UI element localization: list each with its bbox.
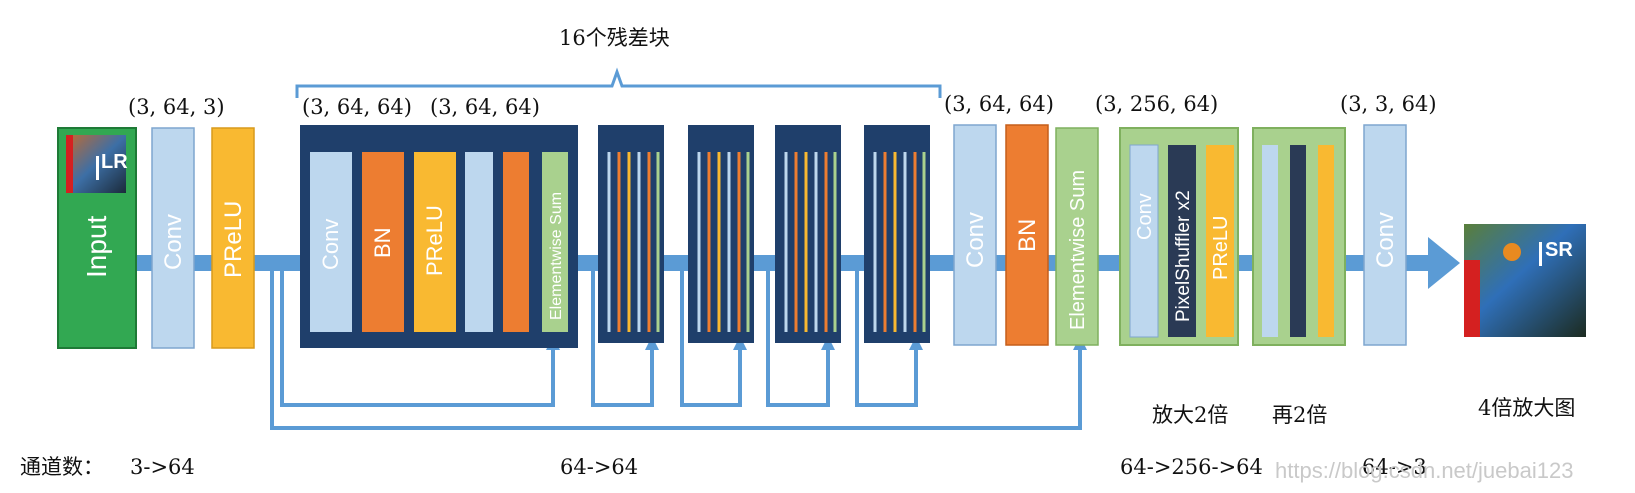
rb-conv	[310, 152, 352, 332]
svg-text:PReLU: PReLU	[422, 205, 447, 276]
residual-brace	[295, 67, 942, 98]
rb-bn	[362, 152, 404, 332]
tail-elementwise-sum: Elementwise Sum	[1055, 127, 1099, 346]
sr-output-image: SR	[1464, 224, 1586, 337]
tail-bn-layer: BN	[1005, 124, 1049, 346]
svg-text:Elementwise Sum: Elementwise Sum	[548, 192, 565, 320]
rb-prelu	[414, 152, 456, 332]
svg-text:Conv: Conv	[318, 219, 343, 270]
svg-text:Conv: Conv	[1372, 212, 1399, 268]
output-caption: 4倍放大图	[1478, 396, 1575, 420]
diagram-title: 16个残差块	[559, 26, 670, 50]
main-flow-arrow-head	[1428, 237, 1460, 289]
resblock-shape-b: (3, 64, 64)	[430, 95, 540, 119]
channels-stage2: 64->64	[560, 455, 638, 479]
svg-text:PReLU: PReLU	[220, 201, 247, 278]
up-pixelshuffler	[1168, 145, 1196, 337]
svg-text:Conv: Conv	[160, 214, 187, 270]
svg-text:BN: BN	[1014, 219, 1041, 252]
skip-connections	[270, 271, 1082, 430]
up-conv	[1129, 144, 1159, 338]
rb-bn-2	[503, 152, 529, 332]
svg-text:Conv: Conv	[1134, 193, 1156, 240]
head-conv-layer: Conv	[151, 127, 195, 349]
upsample-shape-label: (3, 256, 64)	[1095, 92, 1218, 116]
svg-text:PixelShuffler x2: PixelShuffler x2	[1173, 190, 1194, 322]
upsample-block-1: Conv PixelShuffler x2 PReLU	[1119, 127, 1239, 346]
resblock-shape-a: (3, 64, 64)	[302, 95, 412, 119]
watermark: https://blog.csdn.net/juebai123	[1275, 458, 1573, 483]
upsample-block-2	[1252, 127, 1346, 346]
up-prelu	[1206, 145, 1234, 337]
svg-text:Elementwise Sum: Elementwise Sum	[1067, 170, 1089, 330]
upsample-caption-1: 放大2倍	[1152, 403, 1228, 427]
head-prelu-layer: PReLU	[211, 127, 255, 349]
channels-stage3: 64->256->64	[1120, 455, 1263, 479]
input-label: Input	[81, 216, 112, 278]
upsample-caption-2: 再2倍	[1272, 403, 1327, 427]
rb-elementwise-sum	[542, 152, 568, 332]
lr-tag: LR	[101, 151, 128, 173]
residual-blocks-collapsed	[598, 125, 930, 343]
input-block: LR Input	[57, 127, 137, 349]
tail-conv-layer: Conv	[953, 124, 997, 346]
final-conv-layer: Conv	[1363, 124, 1407, 346]
final-shape-label: (3, 3, 64)	[1340, 92, 1437, 116]
sr-tag: SR	[1545, 239, 1573, 261]
residual-block-detail: Conv BN PReLU Elementwise Sum	[300, 125, 578, 348]
channels-label: 通道数：	[20, 455, 104, 479]
head-shape-label: (3, 64, 3)	[128, 95, 225, 119]
channels-stage1: 3->64	[130, 455, 195, 479]
rb-conv-2	[465, 152, 493, 332]
tail-shape-label: (3, 64, 64)	[944, 92, 1054, 116]
svg-text:PReLU: PReLU	[1210, 216, 1232, 280]
svg-text:Conv: Conv	[962, 212, 989, 268]
svg-text:BN: BN	[370, 227, 395, 258]
channels-stage4: 64->3	[1362, 455, 1427, 479]
